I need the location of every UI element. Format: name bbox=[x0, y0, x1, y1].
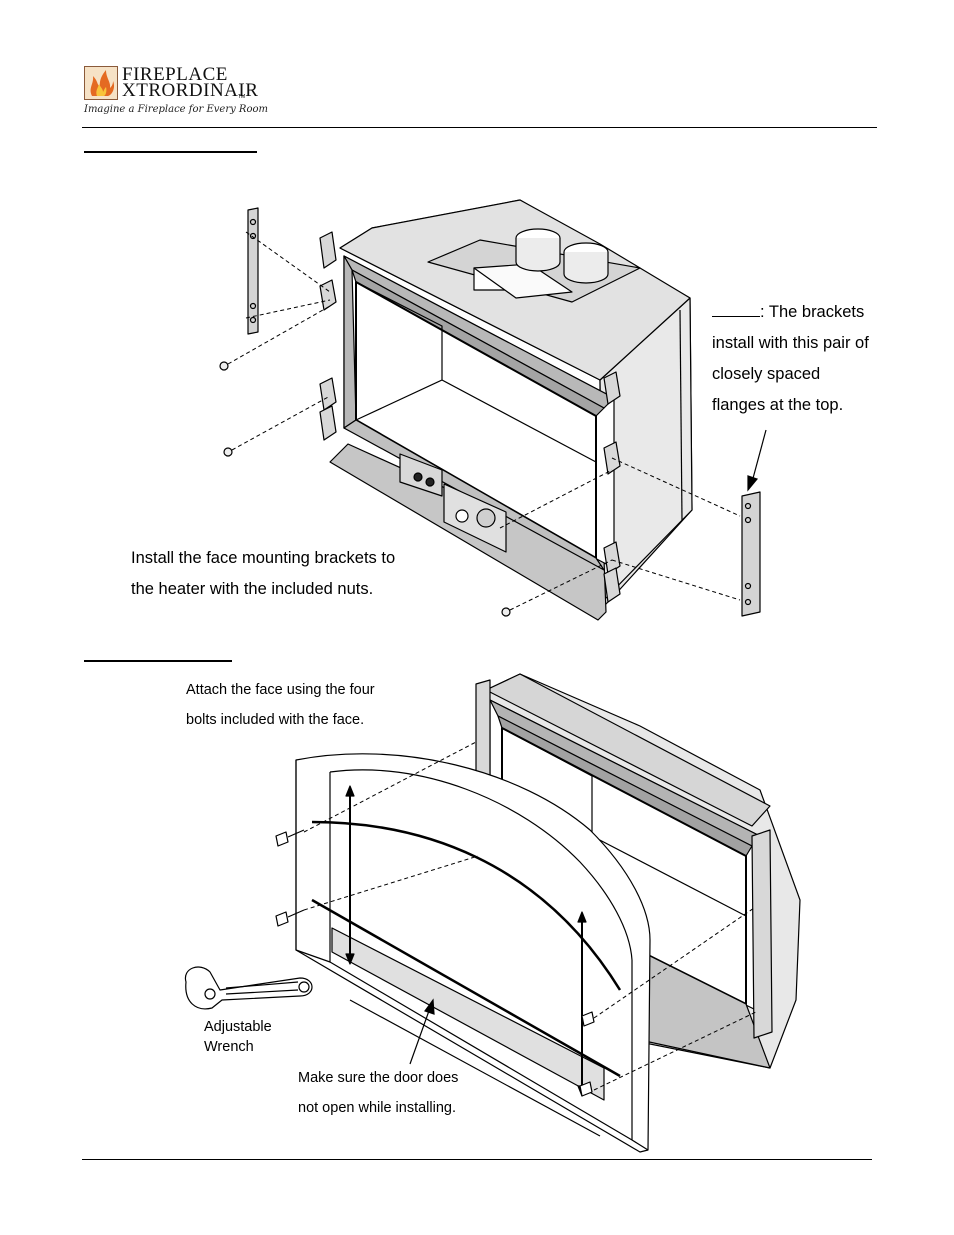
step-2-heading-underline bbox=[84, 660, 232, 662]
logo: FIREPLACE XTRORDINAIR TM Imagine a Firep… bbox=[84, 64, 294, 118]
wrench-label-line-2: Wrench bbox=[204, 1039, 254, 1055]
door-note-line-1: Make sure the door does bbox=[298, 1070, 459, 1086]
note-line-2: install with this pair of bbox=[712, 334, 869, 352]
note-line-4: flanges at the top. bbox=[712, 396, 844, 414]
tagline: Imagine a Fireplace for Every Room bbox=[84, 104, 268, 115]
wrench-label: Adjustable Wrench bbox=[204, 1017, 272, 1057]
step-1-caption-line-1: Install the face mounting brackets to bbox=[131, 549, 396, 567]
flame-logo-icon bbox=[84, 66, 118, 100]
step-1-heading-underline bbox=[84, 151, 257, 153]
step-1-caption: Install the face mounting brackets to th… bbox=[131, 543, 395, 605]
blank-line bbox=[712, 302, 760, 317]
logo-word-xtrordinair: XTRORDINAIR bbox=[122, 80, 259, 101]
trademark-mark: TM bbox=[238, 94, 246, 100]
step-1-caption-line-2: the heater with the included nuts. bbox=[131, 580, 374, 598]
step-2-caption-line-1: Attach the face using the four bbox=[186, 682, 375, 698]
door-note-line-2: not open while installing. bbox=[298, 1100, 456, 1116]
logo-word-fireplace: FIREPLACE bbox=[122, 64, 228, 85]
note-line-3: closely spaced bbox=[712, 365, 821, 383]
footer-rule bbox=[82, 1159, 872, 1160]
step-2-figure bbox=[184, 673, 801, 1153]
step-2-caption: Attach the face using the four bolts inc… bbox=[186, 675, 375, 735]
wrench-label-line-1: Adjustable bbox=[204, 1019, 272, 1035]
note-line-1: : The brackets bbox=[760, 303, 865, 321]
step-1-bracket-note: : The brackets install with this pair of… bbox=[712, 297, 869, 421]
step-2-caption-line-2: bolts included with the face. bbox=[186, 712, 365, 728]
step-1-figure bbox=[219, 199, 767, 621]
header-rule bbox=[82, 127, 877, 128]
door-note: Make sure the door does not open while i… bbox=[298, 1063, 458, 1123]
